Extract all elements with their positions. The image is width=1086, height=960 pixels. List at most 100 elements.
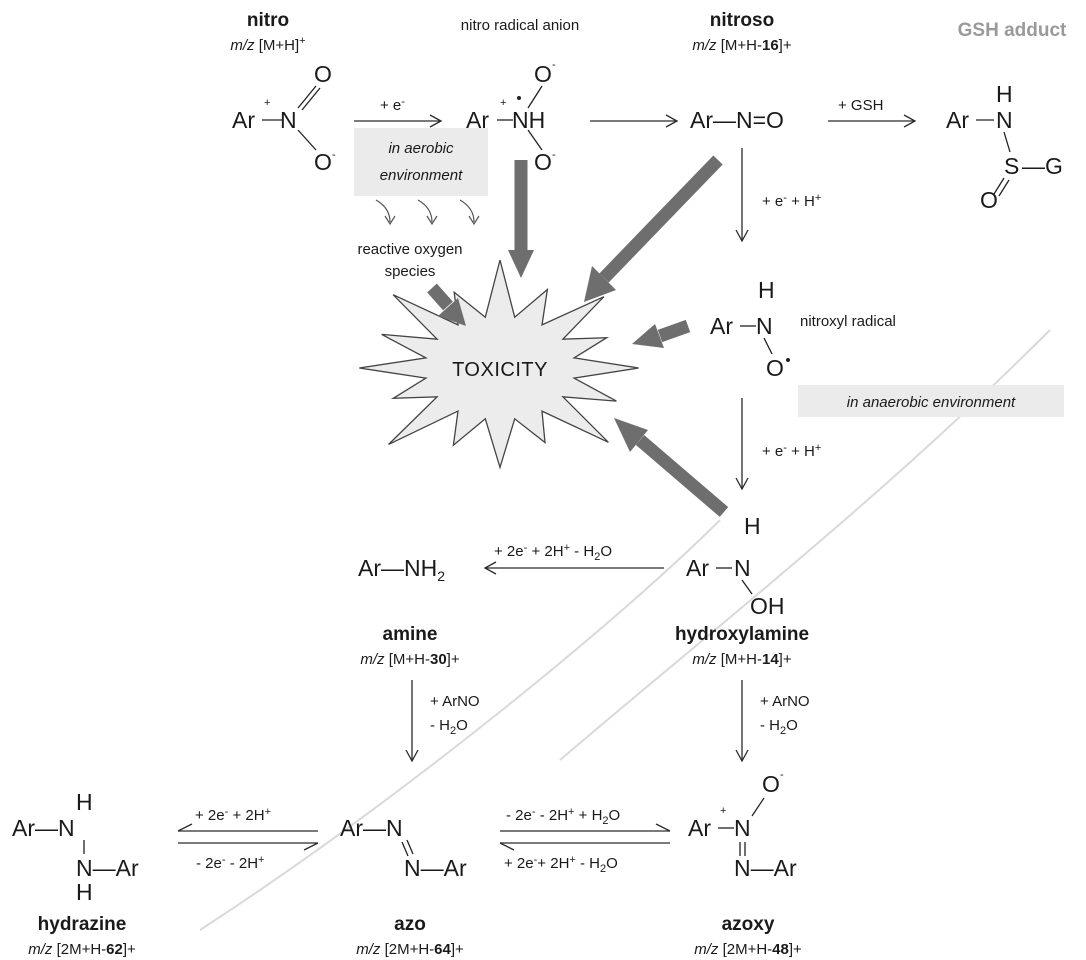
svg-text:OH: OH — [750, 593, 785, 619]
hydrazine-structure: Ar—N H N—Ar H — [12, 789, 139, 905]
svg-text:+ 2e- + 2H+: + 2e- + 2H+ — [195, 806, 271, 824]
svg-text:+: + — [264, 97, 270, 109]
svg-text:Ar: Ar — [686, 555, 709, 581]
svg-text:O: O — [980, 187, 998, 213]
svg-text:N—Ar: N—Ar — [734, 855, 797, 881]
reagent-e-h-1: + e- + H+ — [762, 192, 821, 210]
gsh-structure: Ar H N S —G O — [946, 81, 1063, 213]
hydroxylamine-compound: Ar H N OH hydroxylamine m/z [M+H-14]+ — [675, 513, 809, 668]
toxicity-label: TOXICITY — [452, 359, 548, 381]
azoxy-mz: m/z [2M+H-48]+ — [694, 941, 802, 958]
arrow-nitroso-to-gsh: + GSH — [828, 97, 917, 128]
svg-text:-: - — [552, 59, 556, 71]
svg-text:H: H — [996, 81, 1013, 107]
amine-structure: Ar—NH2 — [358, 555, 445, 584]
arrow-amine-to-azo: + ArNO - H2O — [405, 680, 480, 763]
reagent-e: + e- — [380, 96, 405, 114]
svg-text:- H2O: - H2O — [430, 717, 468, 737]
svg-text:NH: NH — [512, 107, 545, 133]
arrow-hydroxylamine-to-amine: + 2e- + 2H+ - H2O — [483, 542, 664, 575]
svg-text:- 2e- - 2H+ + H2O: - 2e- - 2H+ + H2O — [506, 806, 620, 827]
arrow-nitroxyl-to-hydroxylamine: + e- + H+ — [735, 398, 821, 491]
azoxy-name: azoxy — [722, 914, 775, 935]
svg-text:O: O — [314, 149, 332, 175]
svg-text:N—Ar: N—Ar — [76, 855, 139, 881]
arrow-hydroxylamine-to-azoxy: + ArNO - H2O — [735, 680, 810, 763]
arrow-nitroso-to-nitroxyl: + e- + H+ — [735, 148, 821, 243]
svg-text:Ar—N: Ar—N — [340, 815, 403, 841]
equilibrium-azo-azoxy: - 2e- - 2H+ + H2O + 2e-+ 2H+ - H2O — [499, 806, 671, 875]
nitroso-name: nitroso — [710, 10, 774, 31]
anion-name: nitro radical anion — [461, 17, 579, 34]
svg-text:- H2O: - H2O — [760, 717, 798, 737]
svg-text:Ar: Ar — [232, 107, 255, 133]
svg-text:+: + — [720, 805, 726, 817]
hydrazine-name: hydrazine — [38, 914, 127, 935]
svg-text:O: O — [534, 61, 552, 87]
arrow-nitro-to-anion: + e- — [354, 96, 443, 128]
svg-text:-: - — [780, 769, 784, 781]
hydroxylamine-mz: m/z [M+H-14]+ — [692, 651, 791, 668]
svg-text:O: O — [314, 61, 332, 87]
azoxy-structure: Ar + N O - N—Ar — [688, 769, 797, 881]
svg-text:N: N — [734, 815, 751, 841]
hydroxylamine-structure: Ar H N OH — [686, 513, 785, 619]
anaerobic-environment-box: in anaerobic environment — [798, 385, 1064, 417]
svg-text:+ ArNO: + ArNO — [430, 693, 480, 710]
aerobic-environment-box: in aerobic environment — [354, 128, 488, 196]
azo-compound: Ar—N N—Ar azo m/z [2M+H-64]+ — [340, 815, 467, 958]
toxicity-starburst: TOXICITY — [359, 259, 639, 470]
svg-text:—G: —G — [1022, 153, 1063, 179]
svg-text:-: - — [552, 149, 556, 161]
svg-text:+ ArNO: + ArNO — [760, 693, 810, 710]
amine-compound: Ar—NH2 amine m/z [M+H-30]+ — [358, 555, 460, 668]
svg-text:Ar: Ar — [710, 313, 733, 339]
nitro-name: nitro — [247, 10, 289, 31]
svg-text:O: O — [766, 355, 784, 381]
nitro-mz: m/z [M+H]+ — [230, 35, 305, 54]
svg-text:O: O — [762, 771, 780, 797]
svg-text:N: N — [756, 313, 773, 339]
hydroxylamine-name: hydroxylamine — [675, 624, 809, 645]
reagent-gsh: + GSH — [838, 97, 883, 114]
hydrazine-compound: Ar—N H N—Ar H hydrazine m/z [2M+H-62]+ — [12, 789, 139, 958]
azo-structure: Ar—N N—Ar — [340, 815, 467, 881]
svg-text:H: H — [76, 879, 93, 905]
svg-text:H: H — [758, 277, 775, 303]
svg-text:O: O — [534, 149, 552, 175]
amine-mz: m/z [M+H-30]+ — [360, 651, 459, 668]
svg-text:Ar: Ar — [466, 107, 489, 133]
anaerobic-label: in anaerobic environment — [847, 394, 1016, 411]
aerobic-line1: in aerobic — [388, 140, 454, 157]
nitroso-structure: Ar—N=O — [690, 107, 784, 133]
nitroso-mz: m/z [M+H-16]+ — [692, 37, 791, 54]
svg-text:- 2e- - 2H+: - 2e- - 2H+ — [196, 854, 264, 872]
svg-text:Ar: Ar — [688, 815, 711, 841]
ros-line1: reactive oxygen — [357, 241, 462, 258]
reagent-e-h-2: + e- + H+ — [762, 442, 821, 460]
gsh-adduct-name: GSH adduct — [958, 20, 1067, 41]
nitro-compound: nitro m/z [M+H]+ Ar + N O O - — [230, 10, 336, 175]
ros-squiggle-arrows — [375, 199, 480, 226]
nitroxyl-name: nitroxyl radical — [800, 313, 896, 330]
svg-text:N: N — [280, 107, 297, 133]
svg-text:-: - — [332, 149, 336, 161]
nitroxyl-radical: Ar H N O nitroxyl radical — [710, 277, 896, 381]
svg-text:Ar: Ar — [946, 107, 969, 133]
watermark — [199, 329, 1051, 931]
ros-line2: species — [385, 263, 436, 280]
svg-text:Ar—N: Ar—N — [12, 815, 75, 841]
svg-text:N: N — [996, 107, 1013, 133]
svg-text:+ 2e-+ 2H+ - H2O: + 2e-+ 2H+ - H2O — [504, 854, 618, 875]
hydrazine-mz: m/z [2M+H-62]+ — [28, 941, 136, 958]
equilibrium-azo-hydrazine: + 2e- + 2H+ - 2e- - 2H+ — [177, 806, 319, 872]
svg-text:S: S — [1004, 153, 1019, 179]
svg-text:+: + — [500, 97, 506, 109]
azoxy-compound: Ar + N O - N—Ar azoxy m/z [2M+H-48]+ — [688, 769, 802, 958]
fat-arrows — [427, 155, 729, 517]
reagent-2e: + 2e- + 2H+ - H2O — [494, 542, 612, 563]
aerobic-line2: environment — [380, 167, 463, 184]
anion-structure: Ar + NH O - O - — [466, 59, 556, 175]
